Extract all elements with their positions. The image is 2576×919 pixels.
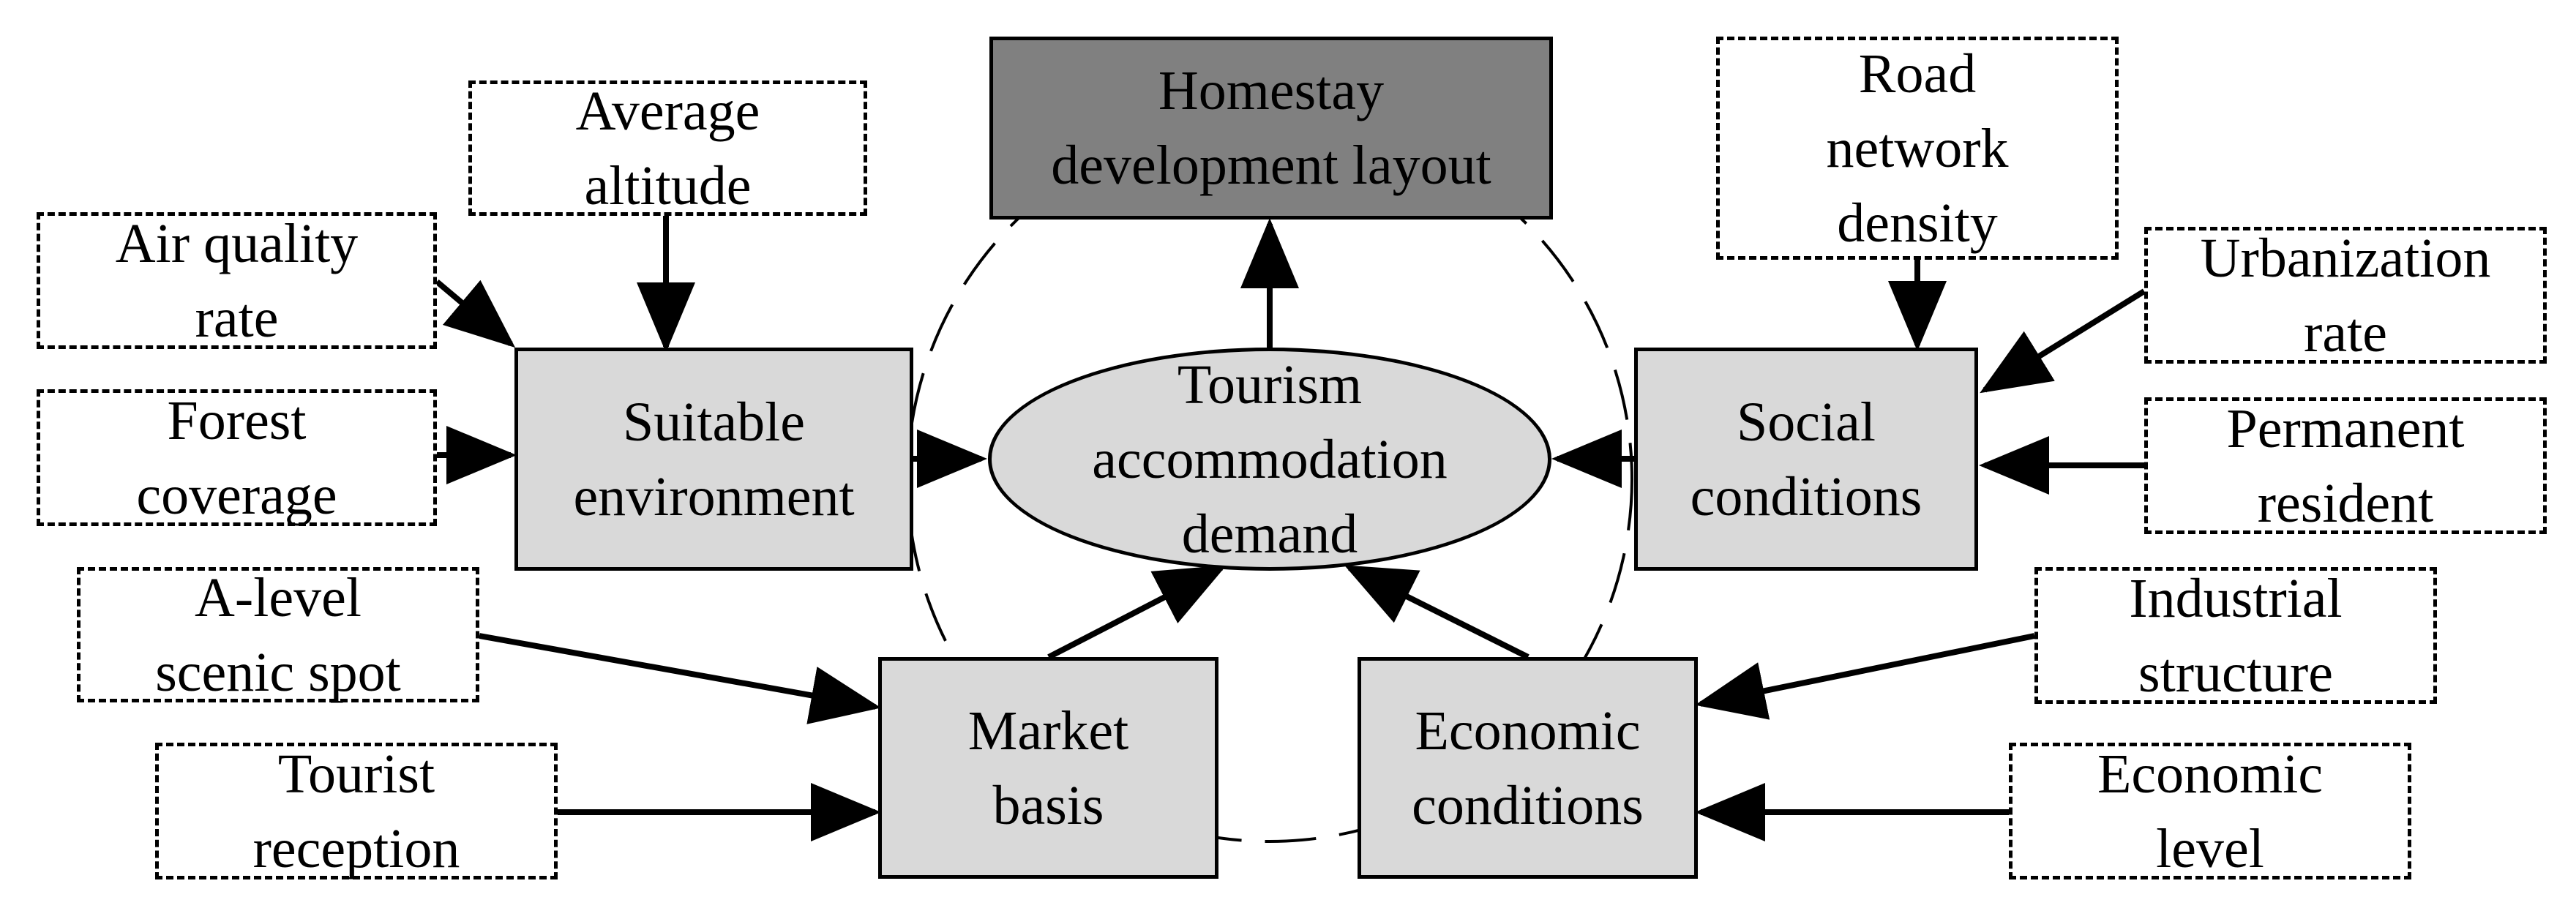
- econlevel-label-line-2: level: [2156, 817, 2264, 879]
- arrow-scenic-to-market: [479, 633, 881, 724]
- tourism-accommodation-demand-ellipse: Tourism accommodation demand: [988, 348, 1551, 571]
- social-label-line-1: Social: [1737, 391, 1876, 453]
- arrow-industrial-to-economic: [1695, 633, 2035, 720]
- tourism-label-line-1: Tourism: [1177, 353, 1363, 416]
- tourism-label-line-2: accommodation: [1092, 428, 1448, 490]
- road-label-line-1: Road: [1858, 42, 1977, 105]
- urban-label-line-1: Urbanization: [2200, 227, 2491, 289]
- industrial-label-line-1: Industrial: [2129, 567, 2343, 629]
- market-label-line-2: basis: [992, 774, 1104, 836]
- economic-label-line-2: conditions: [1412, 774, 1644, 836]
- economic-label-line-1: Economic: [1415, 699, 1641, 762]
- scenic-label-line-1: A-level: [195, 566, 362, 629]
- altitude-label-line-1: Average: [575, 80, 760, 142]
- arrow-air-to-suitable: [435, 279, 516, 348]
- economic-conditions-box: Economic conditions: [1358, 657, 1698, 879]
- market-label-line-1: Market: [967, 699, 1129, 762]
- tourist-label-line-2: reception: [252, 817, 460, 879]
- homestay-label-line-2: development layout: [1051, 135, 1491, 196]
- a-level-scenic-spot-box: A-level scenic spot: [77, 567, 479, 703]
- market-basis-box: Market basis: [878, 657, 1218, 879]
- arrow-economic-to-tourism: [1344, 565, 1530, 660]
- suitable-environment-box: Suitable environment: [514, 348, 913, 571]
- arrow-market-to-tourism: [1047, 565, 1227, 660]
- road-label-line-2: network: [1826, 117, 2009, 179]
- arrow-urban-to-social: [1980, 288, 2146, 394]
- permanent-resident-box: Permanent resident: [2144, 397, 2547, 534]
- tourism-label-line-3: demand: [1181, 503, 1358, 565]
- economic-level-box: Economic level: [2009, 743, 2411, 879]
- forest-coverage-box: Forest coverage: [37, 389, 437, 526]
- social-label-line-2: conditions: [1690, 465, 1922, 528]
- road-network-density-box: Road network density: [1716, 37, 2119, 260]
- homestay-development-layout-box: Homestay development layout: [989, 37, 1553, 220]
- air-quality-rate-box: Air quality rate: [37, 212, 437, 349]
- social-conditions-box: Social conditions: [1634, 348, 1978, 571]
- suitable-label-line-2: environment: [573, 465, 855, 528]
- air-label-line-1: Air quality: [115, 212, 359, 274]
- tourist-reception-box: Tourist reception: [155, 743, 558, 879]
- industrial-structure-box: Industrial structure: [2034, 567, 2437, 704]
- resident-label-line-1: Permanent: [2226, 397, 2465, 460]
- forest-label-line-1: Forest: [167, 389, 307, 451]
- air-label-line-2: rate: [195, 287, 279, 349]
- scenic-label-line-2: scenic spot: [155, 641, 401, 703]
- homestay-label-line-1: Homestay: [1158, 60, 1385, 121]
- tourist-label-line-1: Tourist: [277, 743, 435, 805]
- urbanization-rate-box: Urbanization rate: [2144, 227, 2547, 364]
- econlevel-label-line-1: Economic: [2097, 743, 2324, 805]
- urban-label-line-2: rate: [2304, 301, 2387, 364]
- altitude-label-line-2: altitude: [584, 154, 752, 217]
- road-label-line-3: density: [1837, 192, 1998, 254]
- suitable-label-line-1: Suitable: [622, 391, 806, 453]
- industrial-label-line-2: structure: [2138, 642, 2333, 704]
- resident-label-line-2: resident: [2257, 472, 2434, 534]
- average-altitude-box: Average altitude: [468, 80, 867, 217]
- forest-label-line-2: coverage: [136, 464, 337, 526]
